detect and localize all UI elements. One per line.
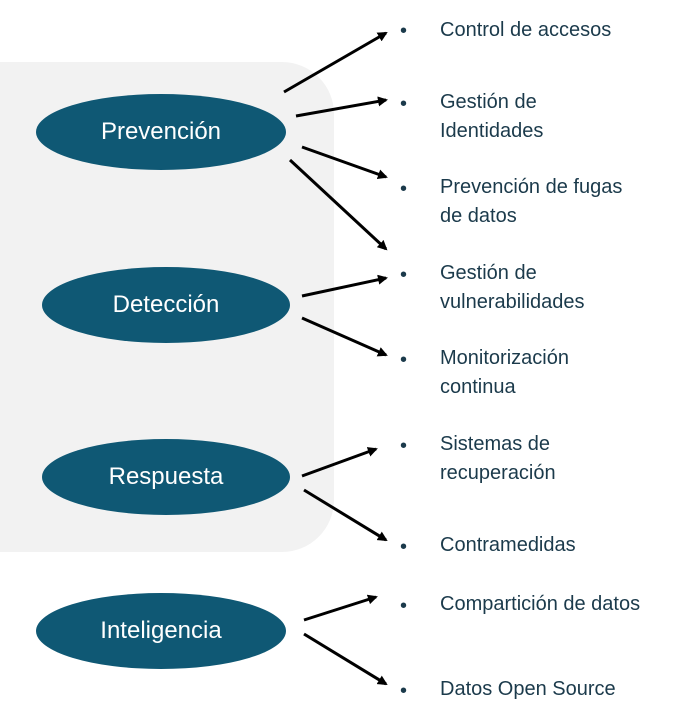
bullet-icon: •	[400, 264, 408, 286]
arrow-prevencion-control-accesos	[283, 31, 388, 94]
item-sistemas-recuperacion: Sistemas de recuperación	[440, 430, 696, 488]
category-prevencion: Prevención	[36, 94, 286, 170]
category-respuesta: Respuesta	[42, 439, 290, 515]
item-gestion-identidades: Gestión de Identidades	[440, 88, 696, 146]
item-line: de datos	[440, 205, 517, 227]
category-label: Inteligencia	[100, 617, 222, 644]
category-deteccion: Detección	[42, 267, 290, 343]
bullet-icon: •	[400, 536, 408, 558]
arrow-deteccion-vulnerabilidades	[301, 274, 388, 298]
item-line: Contramedidas	[440, 534, 576, 556]
bullet-icon: •	[400, 680, 408, 702]
bullet-icon: •	[400, 178, 408, 200]
arrow-prevencion-fugas-datos	[301, 145, 388, 180]
arrow-prevencion-vulnerabilidades	[288, 158, 388, 251]
bullet-icon: •	[400, 595, 408, 617]
item-line: Gestión de	[440, 262, 537, 284]
bullet-icon: •	[400, 435, 408, 457]
bullet-icon: •	[400, 93, 408, 115]
category-label: Prevención	[100, 118, 222, 145]
arrow-deteccion-monitorizacion	[301, 316, 388, 357]
category-label: Respuesta	[108, 463, 224, 490]
arrows-deteccion	[301, 274, 388, 357]
category-inteligencia: Inteligencia	[36, 593, 286, 669]
arrow-inteligencia-open-source	[303, 632, 388, 686]
item-line: continua	[440, 376, 516, 398]
item-line: Datos Open Source	[440, 678, 616, 700]
item-line: Monitorización	[440, 347, 569, 369]
category-label: Detección	[112, 291, 220, 318]
item-comparticion-datos: Compartición de datos	[440, 590, 696, 619]
arrow-inteligencia-comparticion	[303, 594, 378, 622]
item-line: Gestión de	[440, 91, 537, 113]
item-gestion-vulnerabilidades: Gestión de vulnerabilidades	[440, 259, 696, 317]
arrows-respuesta	[301, 447, 388, 542]
item-contramedidas: Contramedidas	[440, 531, 696, 560]
bullet-icon: •	[400, 349, 408, 371]
item-fugas-datos: Prevención de fugas de datos	[440, 173, 696, 231]
item-datos-open-source: Datos Open Source	[440, 675, 696, 704]
bullet-icon: •	[400, 20, 408, 42]
arrow-prevencion-gestion-identidades	[295, 96, 388, 118]
item-line: Control de accesos	[440, 19, 612, 41]
item-control-accesos: Control de accesos	[440, 16, 696, 45]
item-line: Identidades	[440, 120, 544, 142]
arrows-inteligencia	[303, 594, 388, 686]
item-line: recuperación	[440, 462, 556, 484]
item-line: Sistemas de	[440, 433, 551, 455]
arrows-prevencion	[283, 31, 388, 251]
item-monitorizacion-continua: Monitorización continua	[440, 344, 696, 402]
item-line: vulnerabilidades	[440, 291, 585, 313]
arrow-respuesta-recuperacion	[301, 447, 378, 478]
item-line: Compartición de datos	[440, 593, 641, 615]
item-line: Prevención de fugas	[440, 176, 623, 198]
arrow-respuesta-contramedidas	[303, 488, 388, 542]
